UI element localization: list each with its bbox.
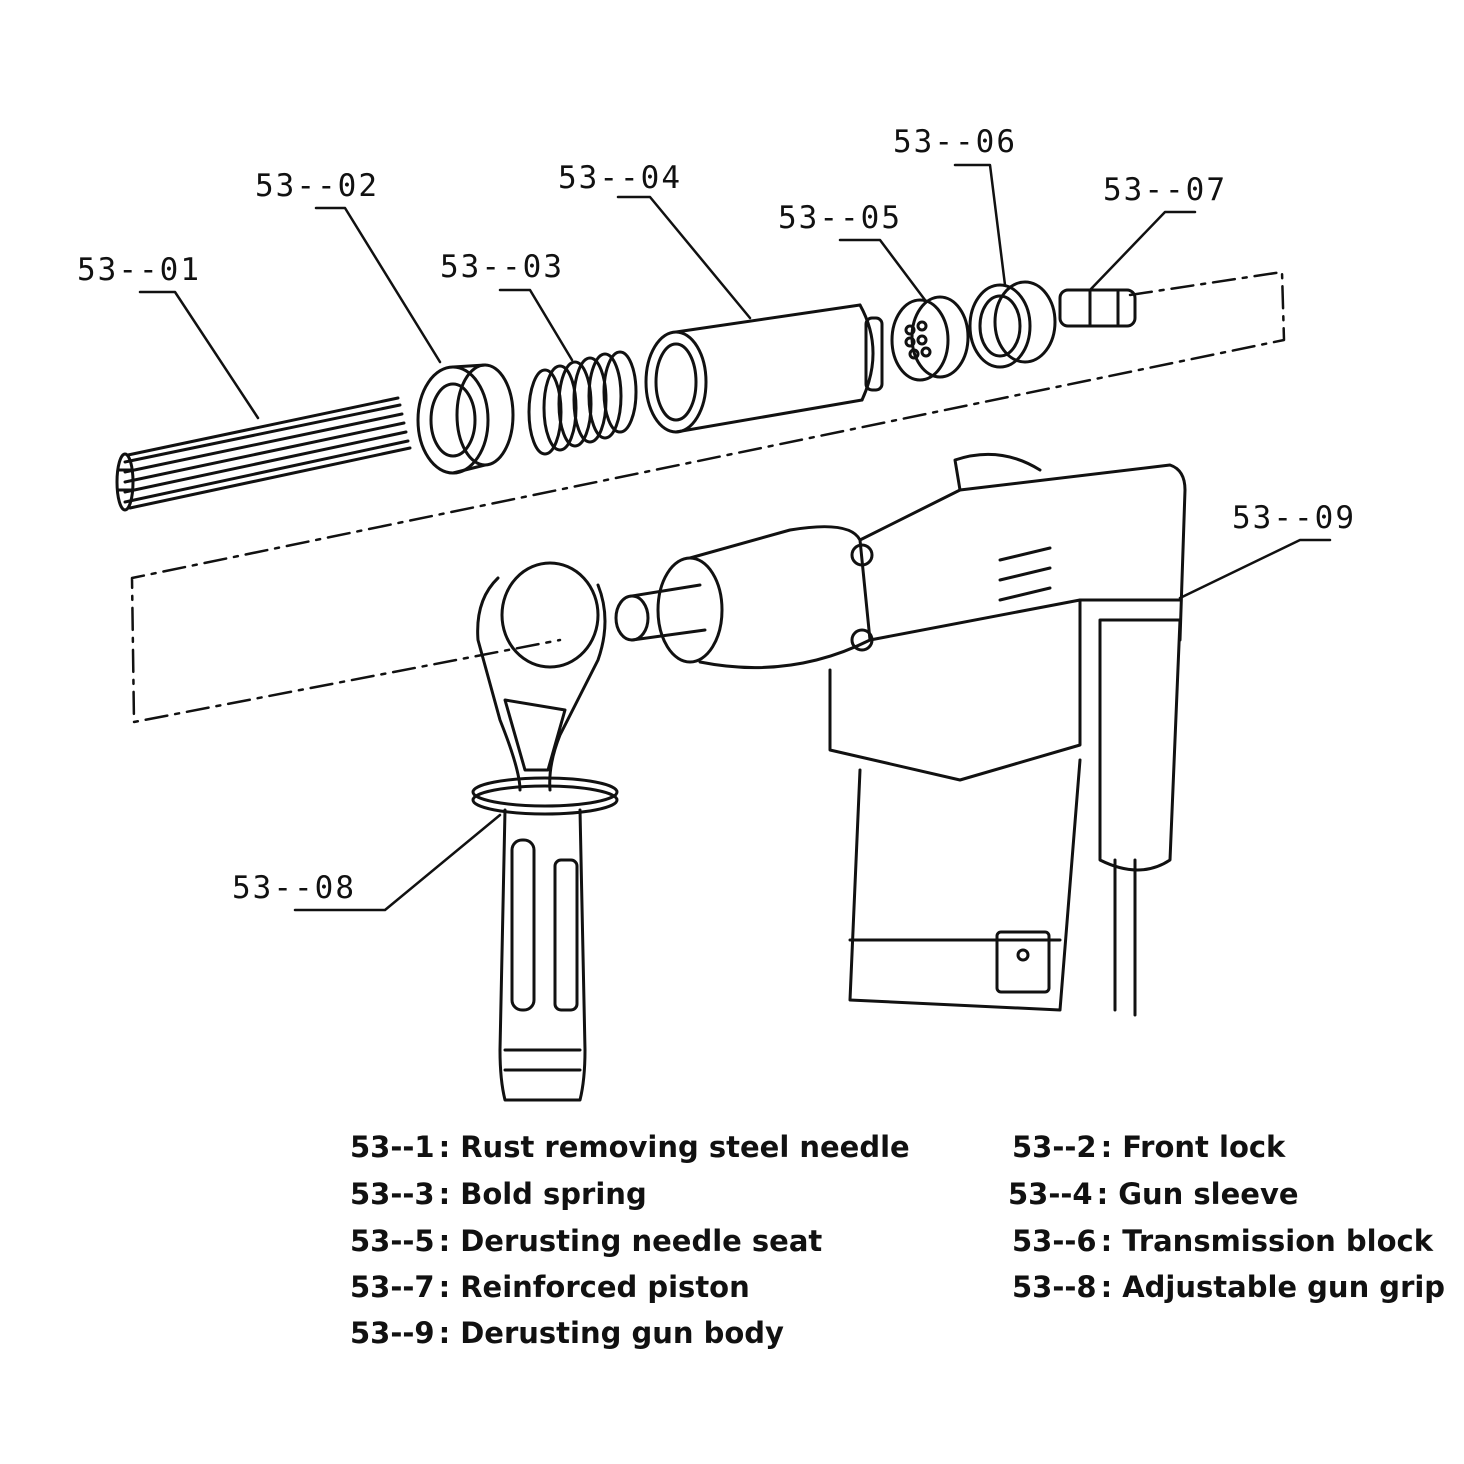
legend-code: 53--2 (1012, 1130, 1097, 1164)
legend-text: Front lock (1122, 1130, 1286, 1164)
legend-sep: : (438, 1316, 451, 1350)
legend-item-6: 53--6: Transmission block (1012, 1224, 1433, 1258)
part-transmission-block (968, 280, 1057, 369)
part-side-handle (471, 561, 619, 1102)
legend-sep: : (1096, 1177, 1109, 1211)
legend-sep: : (438, 1130, 451, 1164)
callout-53-03: 53--03 (440, 249, 564, 285)
part-gun-body (614, 452, 1187, 1017)
legend-code: 53--7 (350, 1270, 435, 1304)
legend-text: Transmission block (1122, 1224, 1433, 1258)
legend-item-9: 53--9: Derusting gun body (350, 1316, 784, 1350)
legend-text: Rust removing steel needle (460, 1130, 910, 1164)
legend-code: 53--1 (350, 1130, 435, 1164)
legend-item-5: 53--5: Derusting needle seat (350, 1224, 822, 1258)
callout-53-01: 53--01 (77, 252, 201, 288)
legend-text: Gun sleeve (1118, 1177, 1299, 1211)
legend-code: 53--6 (1012, 1224, 1097, 1258)
legend-item-3: 53--3: Bold spring (350, 1177, 647, 1211)
part-piston (1058, 288, 1137, 328)
part-needle-seat (890, 295, 970, 382)
legend-item-8: 53--8: Adjustable gun grip (1012, 1270, 1445, 1304)
callout-53-05: 53--05 (778, 200, 902, 236)
part-front-lock (416, 363, 515, 475)
callout-53-07: 53--07 (1103, 172, 1227, 208)
callout-53-09: 53--09 (1232, 500, 1356, 536)
legend-text: Adjustable gun grip (1122, 1270, 1446, 1304)
legend-sep: : (438, 1270, 451, 1304)
callout-53-02: 53--02 (255, 168, 379, 204)
legend-sep: : (438, 1177, 451, 1211)
legend-sep: : (438, 1224, 451, 1258)
legend-code: 53--4 (1008, 1177, 1093, 1211)
part-needle-bundle (115, 396, 412, 512)
legend-code: 53--9 (350, 1316, 435, 1350)
legend-sep: : (1100, 1224, 1113, 1258)
callout-53-04: 53--04 (558, 160, 682, 196)
leader-lines (138, 163, 1332, 912)
legend-code: 53--5 (350, 1224, 435, 1258)
part-spring (527, 350, 638, 456)
legend-sep: : (1100, 1270, 1113, 1304)
legend-text: Bold spring (460, 1177, 647, 1211)
callout-53-08: 53--08 (232, 870, 356, 906)
legend-text: Derusting needle seat (460, 1224, 823, 1258)
legend-text: Derusting gun body (460, 1316, 784, 1350)
callout-53-06: 53--06 (893, 124, 1017, 160)
explode-axis-frame (130, 270, 1286, 724)
legend-code: 53--3 (350, 1177, 435, 1211)
legend-item-2: 53--2: Front lock (1012, 1130, 1285, 1164)
legend-sep: : (1100, 1130, 1113, 1164)
legend-item-7: 53--7: Reinforced piston (350, 1270, 750, 1304)
legend-item-1: 53--1: Rust removing steel needle (350, 1130, 910, 1164)
legend-code: 53--8 (1012, 1270, 1097, 1304)
part-gun-sleeve (644, 303, 884, 434)
legend-text: Reinforced piston (460, 1270, 750, 1304)
legend-item-4: 53--4: Gun sleeve (1008, 1177, 1299, 1211)
